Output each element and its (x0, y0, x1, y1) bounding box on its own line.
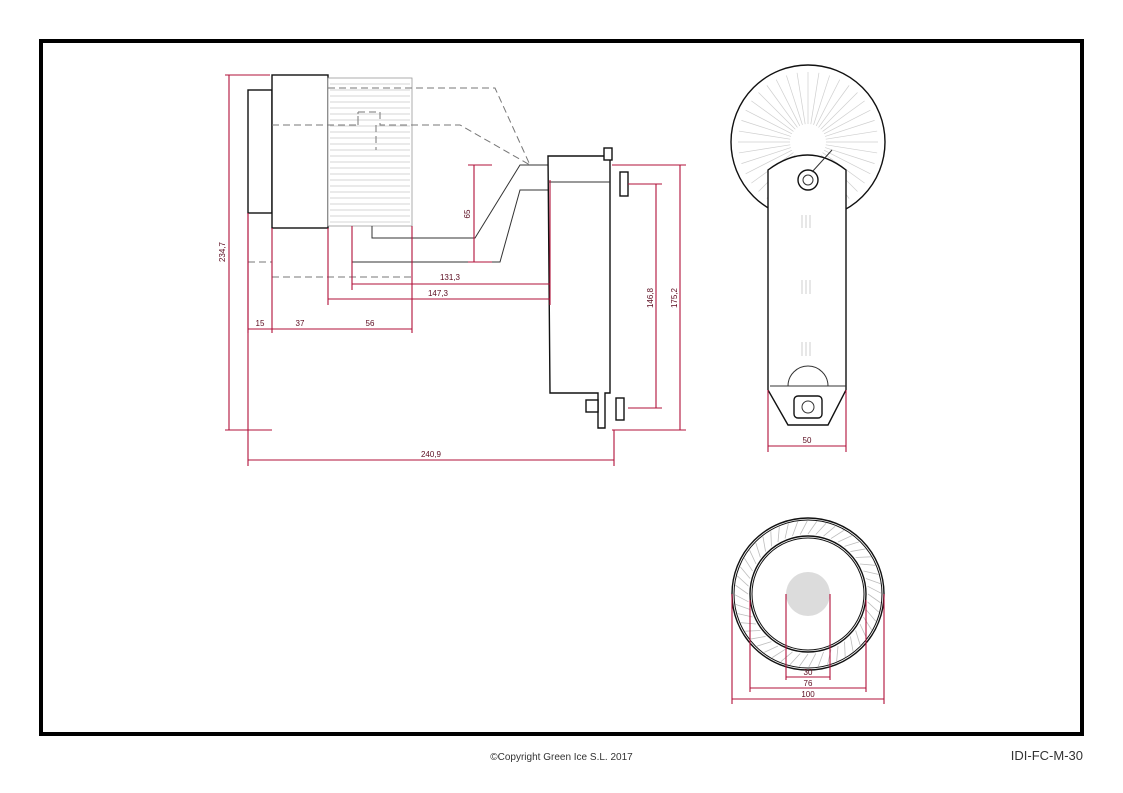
dim-100: 100 (801, 690, 815, 699)
heatsink-fins (327, 77, 413, 227)
drawing-code: IDI-FC-M-30 (1010, 748, 1083, 763)
adapter-top-tab (603, 147, 613, 161)
dim-234-7: 234,7 (218, 241, 227, 262)
dim-37: 37 (296, 319, 305, 328)
side-view-dimensions: 234,7 65 131,3 147,3 15 37 56 146,8 175,… (218, 74, 686, 466)
adapter-bottom-tab (585, 399, 599, 413)
side-view (247, 74, 629, 429)
adapter-back-plate (767, 154, 847, 426)
dim-30: 30 (804, 668, 813, 677)
front-fin-ring (734, 520, 882, 668)
back-view (730, 64, 886, 426)
dim-240-9: 240,9 (421, 450, 442, 459)
dim-50: 50 (803, 436, 812, 445)
dim-131-3: 131,3 (440, 273, 461, 282)
dim-56: 56 (366, 319, 375, 328)
pivot-knob (797, 169, 819, 191)
back-view-dimensions: 50 (767, 390, 847, 452)
sheet-border (39, 39, 1084, 736)
dim-175-2: 175,2 (670, 287, 679, 308)
dim-146-8: 146,8 (646, 287, 655, 308)
front-view-dimensions: 30 76 100 (731, 594, 885, 704)
track-adapter-housing (547, 155, 611, 429)
dim-15: 15 (256, 319, 265, 328)
adapter-contact-top (619, 171, 629, 197)
adapter-contact-bottom (615, 397, 625, 421)
adapter-rotary-lock (793, 395, 823, 419)
copyright-notice: ©Copyright Green Ice S.L. 2017 (490, 752, 633, 763)
dim-147-3: 147,3 (428, 289, 449, 298)
dim-76: 76 (804, 679, 813, 688)
dim-65: 65 (463, 209, 472, 218)
lamp-hidden-lines (248, 87, 531, 278)
lamp-body (271, 74, 329, 229)
front-view (731, 517, 885, 671)
lamp-rear-cap (247, 89, 273, 214)
lens (786, 572, 830, 616)
